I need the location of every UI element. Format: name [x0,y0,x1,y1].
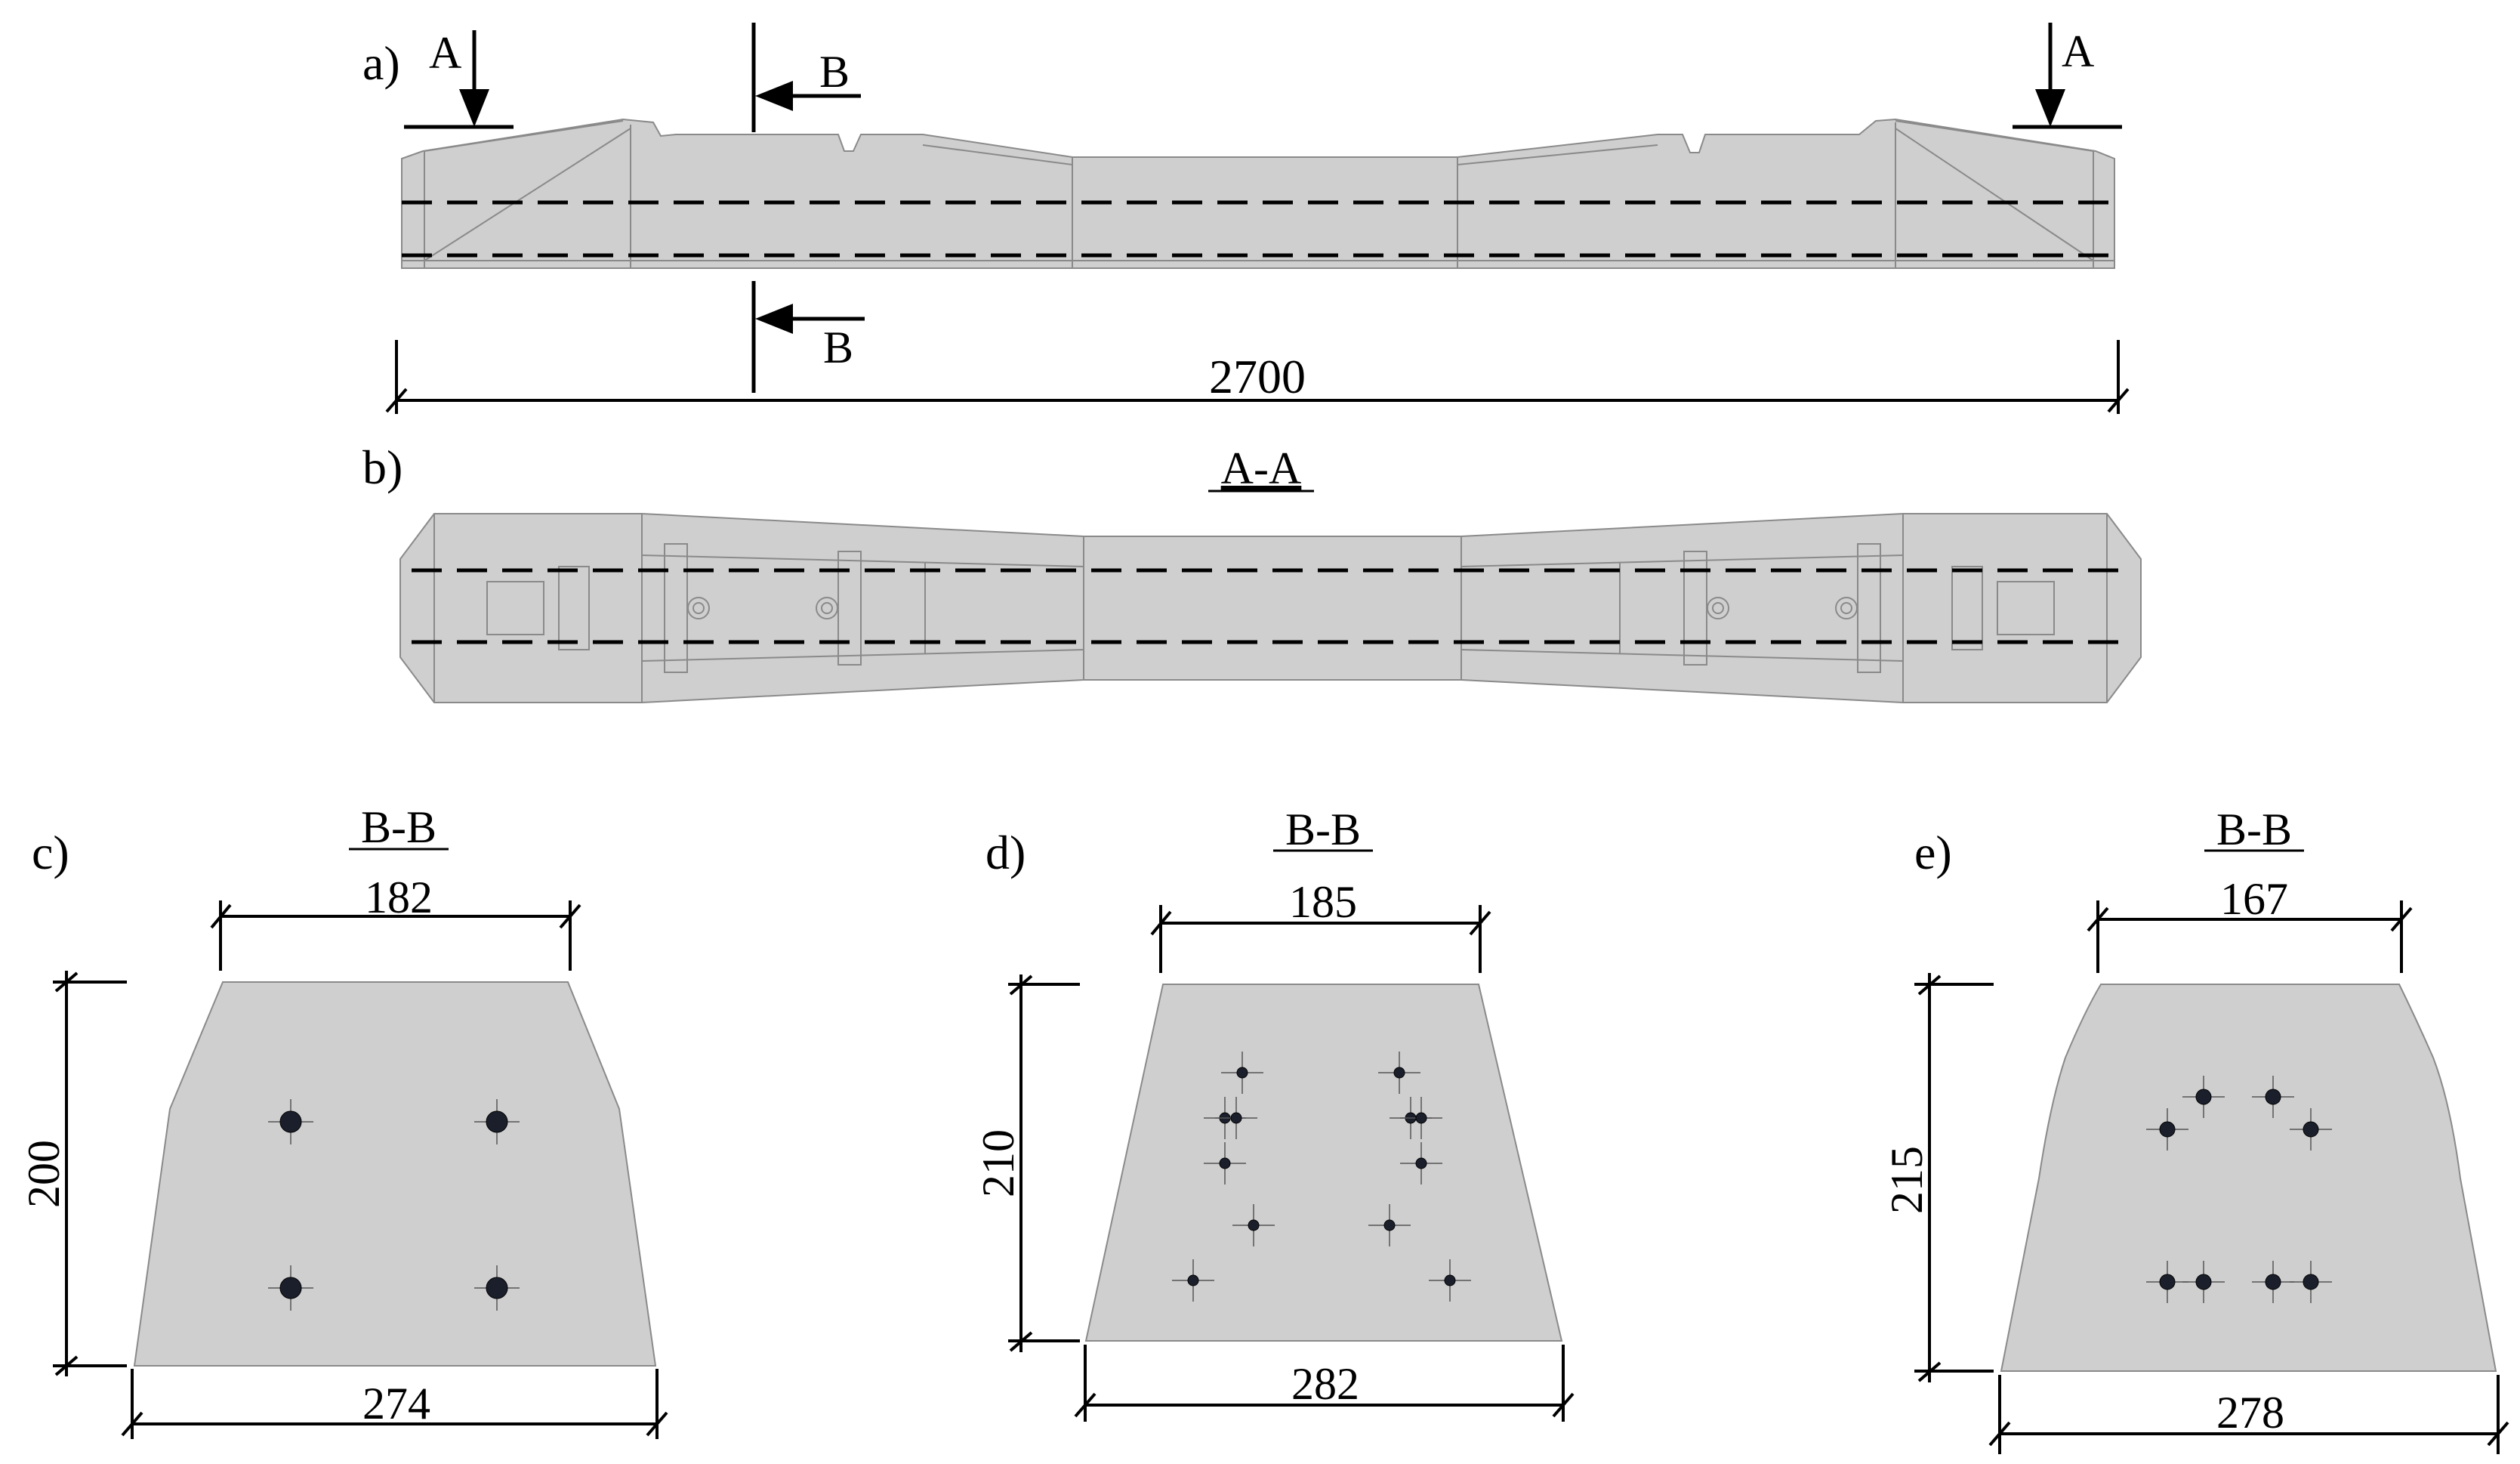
rebar-mark [2252,1261,2294,1303]
cross-section-d [1084,984,1563,1342]
rebar-mark [1400,1097,1442,1139]
section-mark-B-bottom: B [823,323,853,372]
dimension-bottom-c: 274 [362,1379,430,1428]
section-title-AA: A-A [1221,443,1302,493]
rebar-mark [1378,1052,1420,1094]
rebar-mark [1221,1052,1263,1094]
panel-label-c: c) [32,826,69,879]
arrow-left-icon [755,304,793,334]
rebar-group-e [2146,1076,2332,1303]
rebar-mark [2252,1076,2294,1118]
arrow-down-icon [459,89,489,127]
rebar-mark [1204,1142,1246,1184]
arrow-down-icon [2035,89,2065,127]
rebar-mark [2146,1261,2188,1303]
dimension-top-e: 167 [2220,874,2288,924]
section-title-BB-c: B-B [361,802,436,852]
cross-section-e [2000,984,2497,1372]
rebar-mark [2182,1261,2225,1303]
dimension-top-c: 182 [365,873,433,922]
rebar-group-c [268,1099,520,1311]
rebar-mark [1368,1204,1411,1246]
plan-view: b) A-A [362,440,2142,703]
section-mark-B-top: B [819,47,850,97]
dimension-height-e: 215 [1882,1146,1932,1214]
section-title-BB-e: B-B [2216,805,2292,854]
dimension-bottom-d: 282 [1291,1359,1359,1409]
rebar-mark [1232,1204,1275,1246]
sleeper-elevation-body [401,118,2115,269]
panel-label-b: b) [362,440,403,494]
dimension-height-d: 210 [973,1129,1023,1197]
section-d: d) B-B 185 210 282 [973,805,1575,1422]
section-title-BB-d: B-B [1285,805,1361,854]
dimension-bottom-e: 278 [2216,1388,2284,1438]
rebar-mark [1215,1097,1257,1139]
section-mark-A-right: A [2062,26,2094,76]
rebar-mark [2182,1076,2225,1118]
rebar-mark [2290,1261,2332,1303]
rebar-mark [1172,1259,1214,1302]
section-c: c) B-B 182 200 274 [19,802,668,1439]
rebar-mark [2290,1108,2332,1151]
rebar-mark [1400,1142,1442,1184]
panel-label-d: d) [985,826,1026,879]
rebar-mark [2146,1108,2188,1151]
section-e: e) B-B 167 215 278 [1882,805,2509,1454]
cross-section-c [133,981,657,1367]
elevation-view: a) A A B B 2700 [362,23,2130,414]
panel-label-e: e) [1914,826,1952,879]
arrow-left-icon [755,81,793,111]
dimension-length: 2700 [1209,350,1306,403]
rebar-mark [1429,1259,1471,1302]
rebar-group-d [1172,1052,1471,1302]
section-mark-A-left: A [429,28,461,78]
dimension-top-d: 185 [1289,877,1357,927]
panel-label-a: a) [362,36,400,90]
dimension-height-c: 200 [19,1140,69,1208]
